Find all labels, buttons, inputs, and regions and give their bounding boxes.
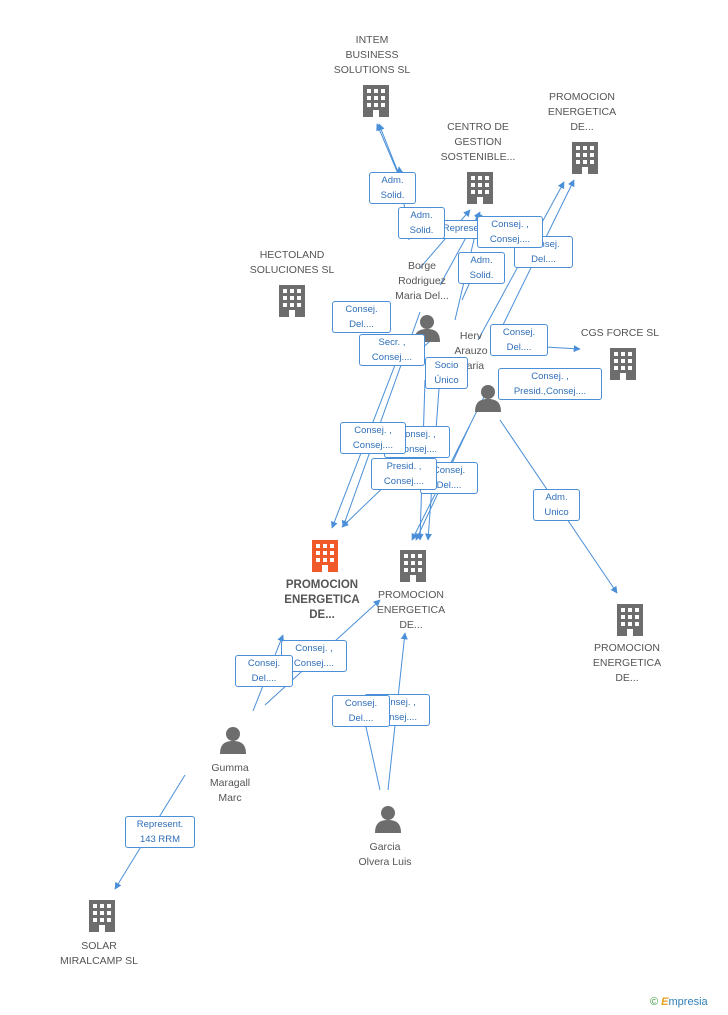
intem-building-icon[interactable]	[363, 85, 389, 117]
edge-line	[378, 123, 399, 173]
node-label-garcia[interactable]: Garcia Olvera Luis	[358, 841, 412, 868]
edge-line	[544, 345, 581, 353]
node-label-promo-top[interactable]: PROMOCION ENERGETICA DE...	[547, 91, 617, 133]
edge-label[interactable]: Consej. Del....	[332, 301, 391, 333]
hectoland-building-icon[interactable]	[279, 285, 305, 317]
node-label-hectoland[interactable]: HECTOLAND SOLUCIONES SL	[249, 249, 335, 276]
edge-label[interactable]: Consej. Del....	[514, 236, 573, 268]
cgs-building-icon[interactable]	[610, 348, 636, 380]
edge-label[interactable]: Consej. , Consej....	[340, 422, 406, 454]
node-label-promo-mid[interactable]: PROMOCION ENERGETICA DE...	[376, 589, 446, 631]
garcia-person-icon[interactable]	[375, 806, 401, 833]
centro-building-icon[interactable]	[467, 172, 493, 204]
edge-label[interactable]: Consej. , Presid.,Consej....	[498, 368, 602, 400]
promo-top-building-icon[interactable]	[572, 142, 598, 174]
edge-label[interactable]: Adm. Solid.	[398, 207, 445, 239]
promo-focus-building-icon[interactable]	[312, 540, 338, 572]
edge-label[interactable]: Socio Único	[425, 357, 468, 389]
brand-initial: E	[661, 996, 669, 1008]
edge-label[interactable]: Secr. , Consej....	[359, 334, 425, 366]
edge-label[interactable]: Represent. 143 RRM	[125, 816, 195, 848]
node-label-promo-right[interactable]: PROMOCION ENERGETICA DE...	[592, 642, 662, 684]
node-label-solar[interactable]: SOLAR MIRALCAMP SL	[60, 940, 138, 967]
edge-label[interactable]: Adm. Unico	[533, 489, 580, 521]
edge-label[interactable]: Consej. , Consej....	[477, 216, 543, 248]
node-label-promo-focus[interactable]: PROMOCION ENERGETICA DE...	[284, 579, 360, 621]
copyright-icon: ©	[650, 996, 659, 1008]
edge-label[interactable]: Adm. Solid.	[369, 172, 416, 204]
node-label-borge[interactable]: Borge Rodriguez Maria Del...	[395, 260, 449, 302]
node-label-gumma[interactable]: Gumma Maragall Marc	[209, 762, 251, 804]
edge-line	[419, 209, 471, 269]
edge-label[interactable]: Presid. , Consej....	[371, 458, 437, 490]
edge-label[interactable]: Consej. Del....	[332, 695, 390, 727]
node-label-centro[interactable]: CENTRO DE GESTION SOSTENIBLE...	[440, 121, 516, 163]
edge-label[interactable]: Consej. Del....	[490, 324, 548, 356]
promo-mid-building-icon[interactable]	[400, 550, 426, 582]
promo-right-building-icon[interactable]	[617, 604, 643, 636]
edge-label[interactable]: Consej. Del....	[235, 655, 293, 687]
edge-label[interactable]: Adm. Solid.	[458, 252, 505, 284]
brand-name: mpresia	[668, 996, 708, 1008]
solar-building-icon[interactable]	[89, 900, 115, 932]
gumma-person-icon[interactable]	[220, 727, 246, 754]
brand-footer[interactable]: © Empresia	[650, 996, 708, 1008]
node-label-cgs[interactable]: CGS FORCE SL	[580, 327, 660, 339]
node-label-intem[interactable]: INTEM BUSINESS SOLUTIONS SL	[333, 34, 411, 76]
